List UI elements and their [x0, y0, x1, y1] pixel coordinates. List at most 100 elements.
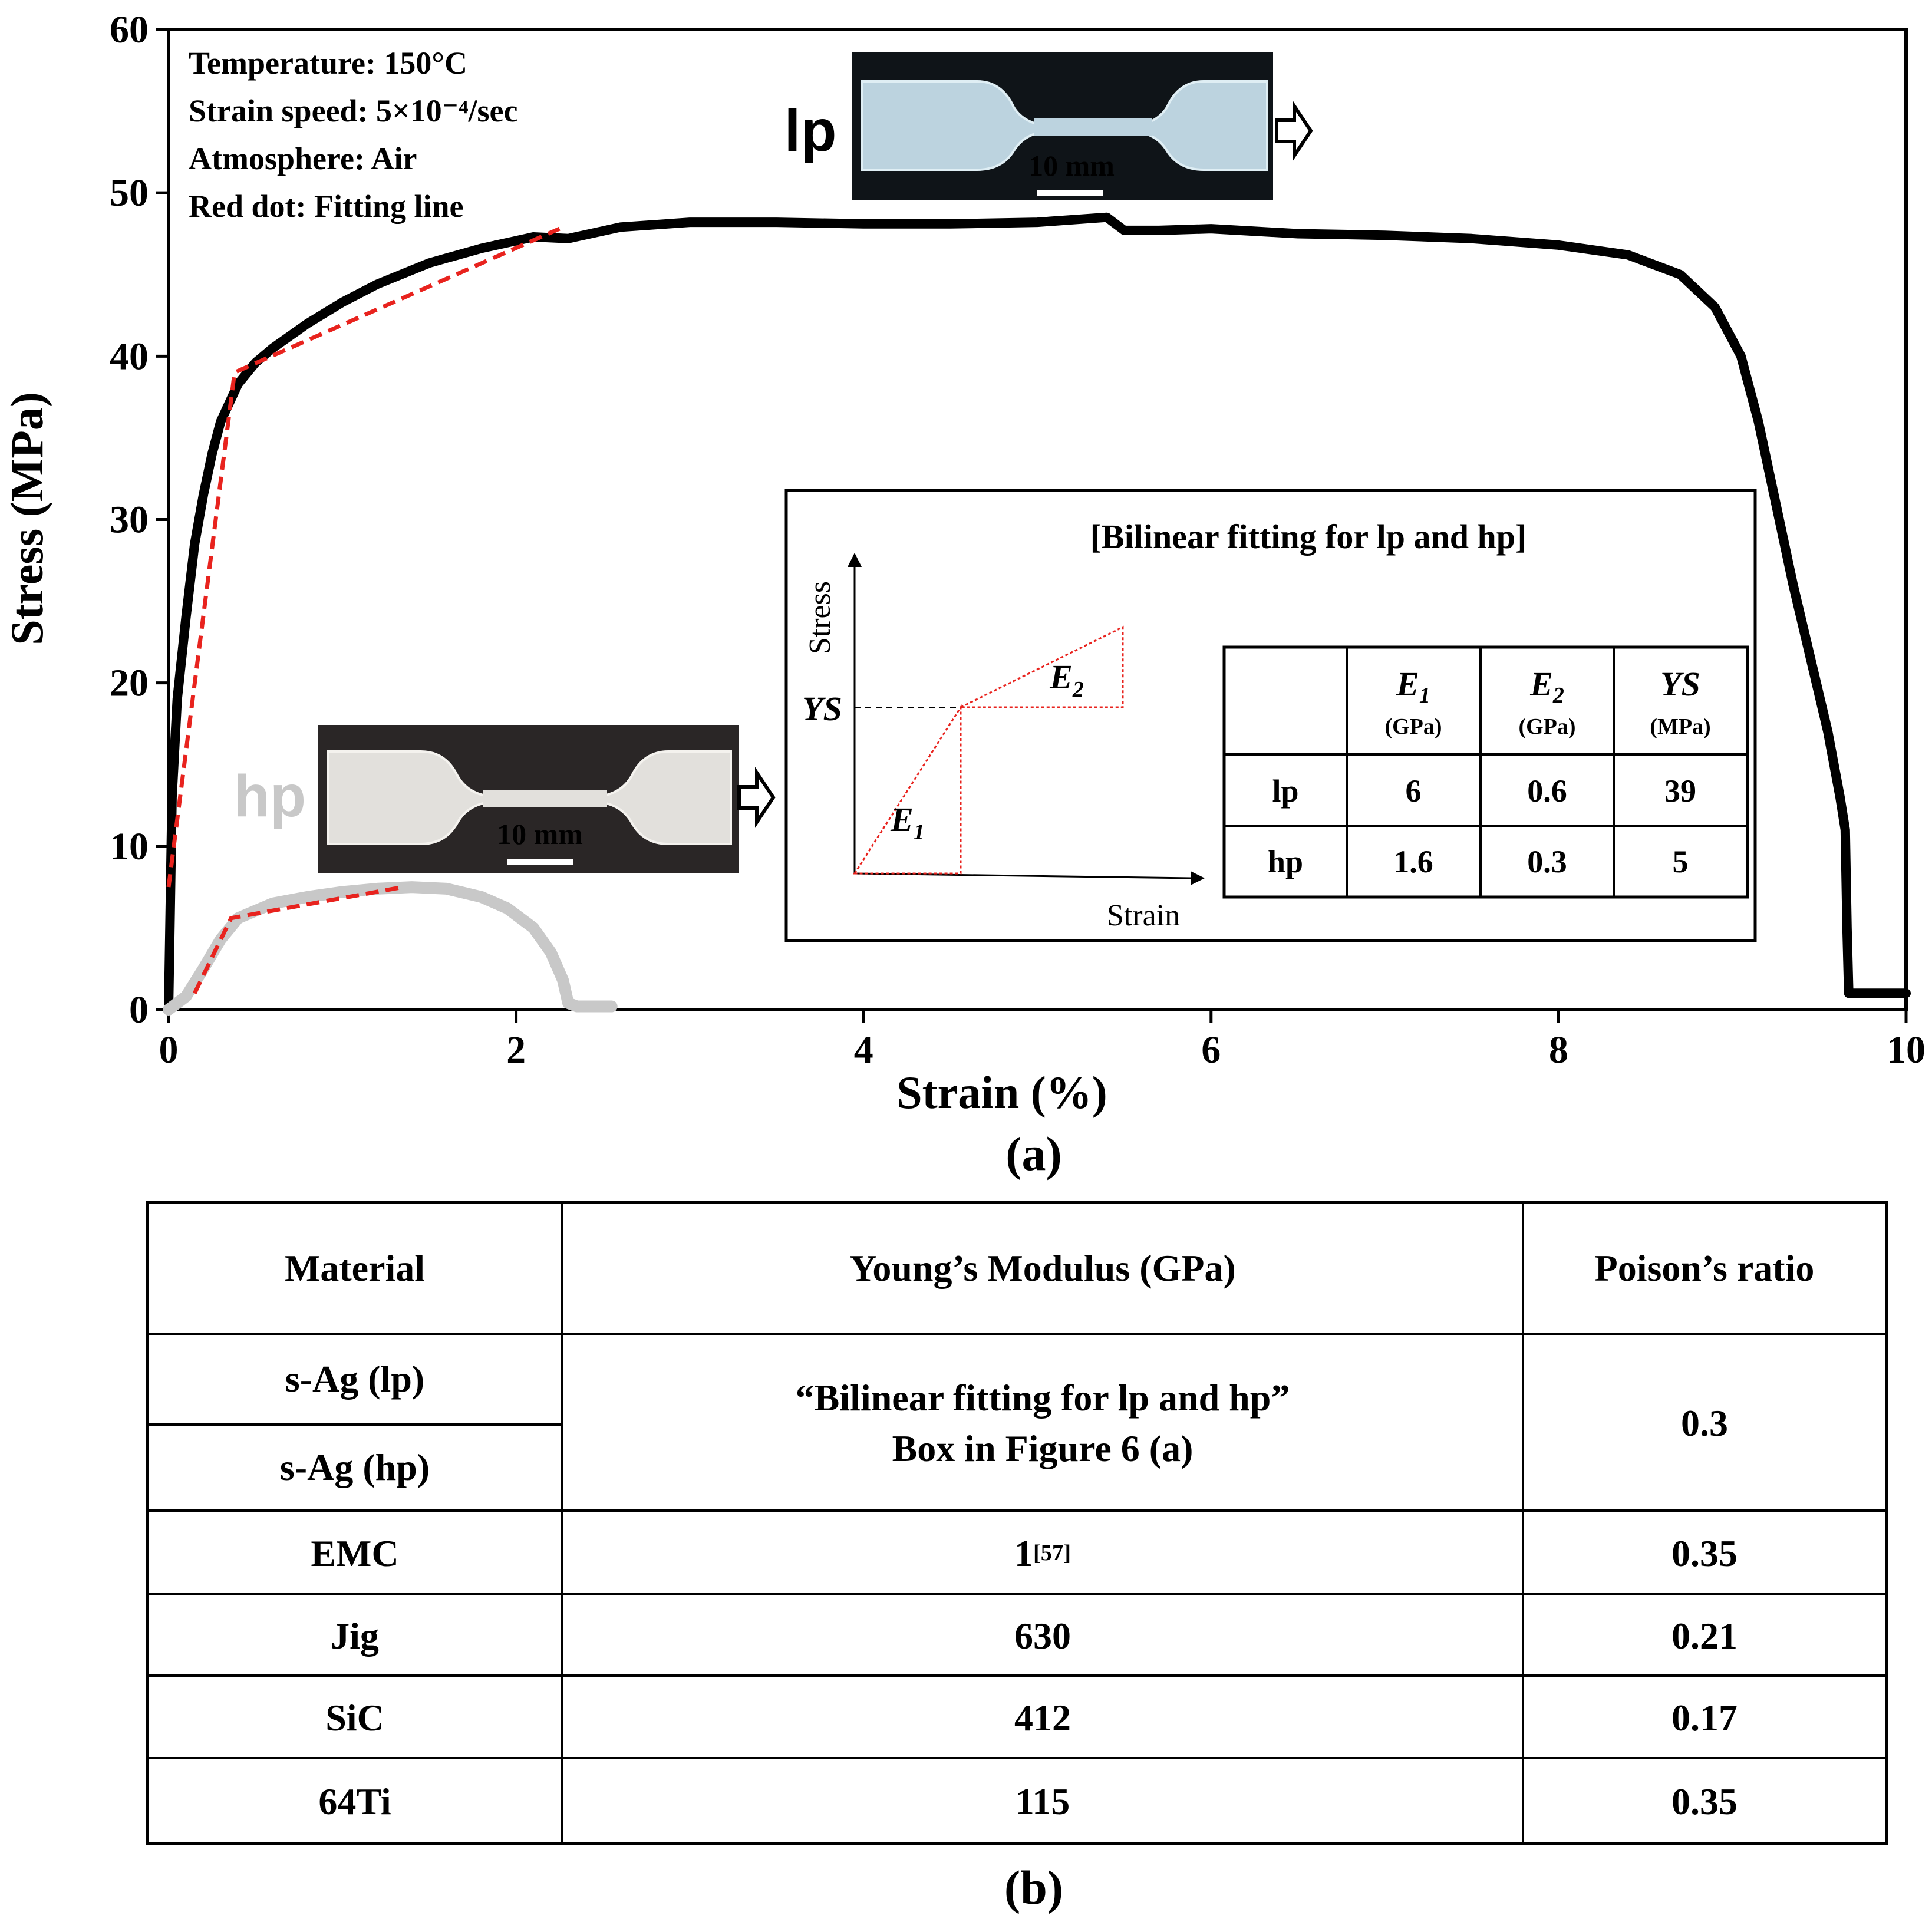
inset-e1-label: E1 [890, 800, 925, 845]
y-tick-label: 10 [110, 825, 149, 868]
y-axis-label: Stress (MPa) [1, 392, 52, 645]
table-row: SiC 412 0.17 [149, 1674, 1885, 1759]
inset-frame [784, 489, 1757, 942]
table-header-row: Material Young’s Modulus (GPa) Poison’s … [149, 1204, 1885, 1333]
axis-ticks: 0 2 4 6 8 10 0 10 20 30 40 50 60 [110, 8, 1926, 1071]
cell-material: Jig [331, 1614, 379, 1657]
x-tick-label: 0 [159, 1028, 179, 1071]
cell-material-s-ag-hp: s-Ag (hp) [279, 1446, 430, 1488]
table-divider [561, 1204, 563, 1842]
lp-scale-label: 10 mm [1028, 149, 1115, 182]
lp-arrow-icon [1275, 100, 1313, 161]
header-ratio: Poison’s ratio [1594, 1247, 1815, 1289]
y-tick-label: 40 [110, 335, 149, 378]
inset-x-axis-label: Strain [1107, 899, 1180, 932]
cell-ratio: 0.21 [1671, 1614, 1738, 1657]
inset-parameter-table: E1 (GPa) E2 (GPa) YS (MPa) lp 6 0.6 39 h… [1222, 645, 1749, 899]
inset-ys-label: YS [802, 690, 842, 728]
annotation-atmosphere: Atmosphere: Air [189, 141, 417, 176]
header-material: Material [284, 1247, 426, 1289]
inset-row-lp-e2: 0.6 [1527, 773, 1567, 809]
series-layer [163, 212, 1911, 1016]
inset-title: [Bilinear fitting for lp and hp] [1090, 517, 1527, 556]
inset-header-e2: E2 [1529, 665, 1564, 708]
y-tick-label: 30 [110, 499, 149, 542]
table-row: Jig 630 0.21 [149, 1593, 1885, 1677]
series-line-hp [163, 881, 618, 1016]
hp-scale-label: 10 mm [497, 817, 583, 850]
inset-row-lp-ys: 39 [1664, 773, 1696, 809]
inset-row-hp-e1: 1.6 [1393, 844, 1433, 879]
series-line-lp [164, 212, 1911, 1014]
inset-x-axis [854, 872, 1192, 879]
cell-ratio: 0.35 [1671, 1780, 1738, 1822]
annotation-temperature: Temperature: 150°C [189, 45, 467, 81]
cell-material: 64Ti [318, 1780, 391, 1822]
modulus-value: 1 [1014, 1532, 1034, 1574]
table-row: EMC 1[57] 0.35 [149, 1509, 1885, 1595]
inset-row-lp-e1: 6 [1406, 773, 1422, 809]
inset-row-lp-name: lp [1272, 773, 1298, 809]
inset-e1-triangle [853, 704, 962, 875]
annotation-fitting-line: Red dot: Fitting line [189, 189, 464, 224]
hp-arrow-icon [737, 767, 776, 828]
x-tick-label: 10 [1887, 1028, 1926, 1071]
table-divider [149, 1423, 561, 1426]
material-properties-table: Material Young’s Modulus (GPa) Poison’s … [146, 1201, 1888, 1845]
header-modulus: Young’s Modulus (GPa) [849, 1247, 1236, 1289]
modulus-s-ag-line1: “Bilinear fitting for lp and hp” [795, 1376, 1290, 1419]
inset-e2-label: E2 [1049, 658, 1084, 702]
annotation-strain-speed: Strain speed: 5×10⁻⁴/sec [189, 93, 517, 128]
hp-scale-bar [507, 859, 573, 865]
cell-modulus: 1[57] [563, 1512, 1522, 1595]
table-row-s-ag: s-Ag (lp) s-Ag (hp) “Bilinear fitting fo… [149, 1333, 1885, 1512]
lp-scale-bar [1037, 190, 1103, 196]
figure-caption-a: (a) [1005, 1127, 1062, 1181]
cell-ratio: 0.17 [1671, 1696, 1738, 1739]
inset-x-arrow-icon [1191, 871, 1205, 885]
bilinear-fitting-inset: [Bilinear fitting for lp and hp] Stress … [784, 489, 1757, 942]
cell-modulus: 630 [1014, 1614, 1071, 1657]
x-tick-label: 2 [506, 1028, 526, 1071]
fitting-line [193, 885, 404, 994]
inset-row-hp-name: hp [1268, 844, 1303, 879]
y-tick-label: 60 [110, 8, 149, 51]
cell-modulus: 115 [1015, 1780, 1070, 1822]
inset-header-e2-unit: (GPa) [1518, 714, 1575, 739]
test-conditions-annotation: Temperature: 150°C Strain speed: 5×10⁻⁴/… [189, 45, 517, 224]
inset-header-e1-unit: (GPa) [1384, 714, 1442, 739]
figure-caption-b: (b) [1004, 1861, 1063, 1914]
cell-ratio: 0.35 [1671, 1532, 1738, 1574]
y-tick-label: 50 [110, 172, 149, 215]
cell-material: EMC [311, 1532, 399, 1574]
x-axis-label: Strain (%) [896, 1067, 1107, 1118]
lp-specimen-label: lp [784, 98, 837, 164]
inset-header-ys-unit: (MPa) [1650, 714, 1710, 739]
cell-material: SiC [325, 1696, 384, 1739]
inset-y-arrow-icon [848, 553, 862, 567]
table-divider [1522, 1204, 1524, 1842]
x-tick-label: 4 [854, 1028, 873, 1071]
cell-modulus-s-ag: “Bilinear fitting for lp and hp” Box in … [563, 1335, 1522, 1512]
inset-row-hp-ys: 5 [1673, 844, 1689, 879]
table-row: 64Ti 115 0.35 [149, 1757, 1885, 1844]
hp-specimen-label: hp [234, 763, 306, 829]
inset-header-e1: E1 [1396, 665, 1430, 708]
modulus-s-ag-line2: Box in Figure 6 (a) [892, 1427, 1194, 1469]
inset-e2-triangle [960, 625, 1124, 708]
cell-ratio-s-ag: 0.3 [1681, 1402, 1728, 1444]
y-tick-label: 20 [110, 662, 149, 705]
inset-row-hp-e2: 0.3 [1527, 844, 1567, 879]
y-tick-label: 0 [129, 988, 149, 1031]
inset-y-axis-label: Stress [803, 581, 837, 654]
modulus-reference: [57] [1033, 1541, 1071, 1566]
cell-modulus: 412 [1014, 1696, 1071, 1739]
hp-specimen-photo: 10 mm [318, 725, 739, 873]
fitting-line [166, 226, 561, 888]
inset-header-ys: YS [1660, 665, 1700, 703]
x-tick-label: 6 [1201, 1028, 1221, 1071]
x-tick-label: 8 [1549, 1028, 1568, 1071]
lp-specimen-photo: 10 mm [852, 52, 1273, 200]
cell-material-s-ag-lp: s-Ag (lp) [285, 1357, 425, 1400]
